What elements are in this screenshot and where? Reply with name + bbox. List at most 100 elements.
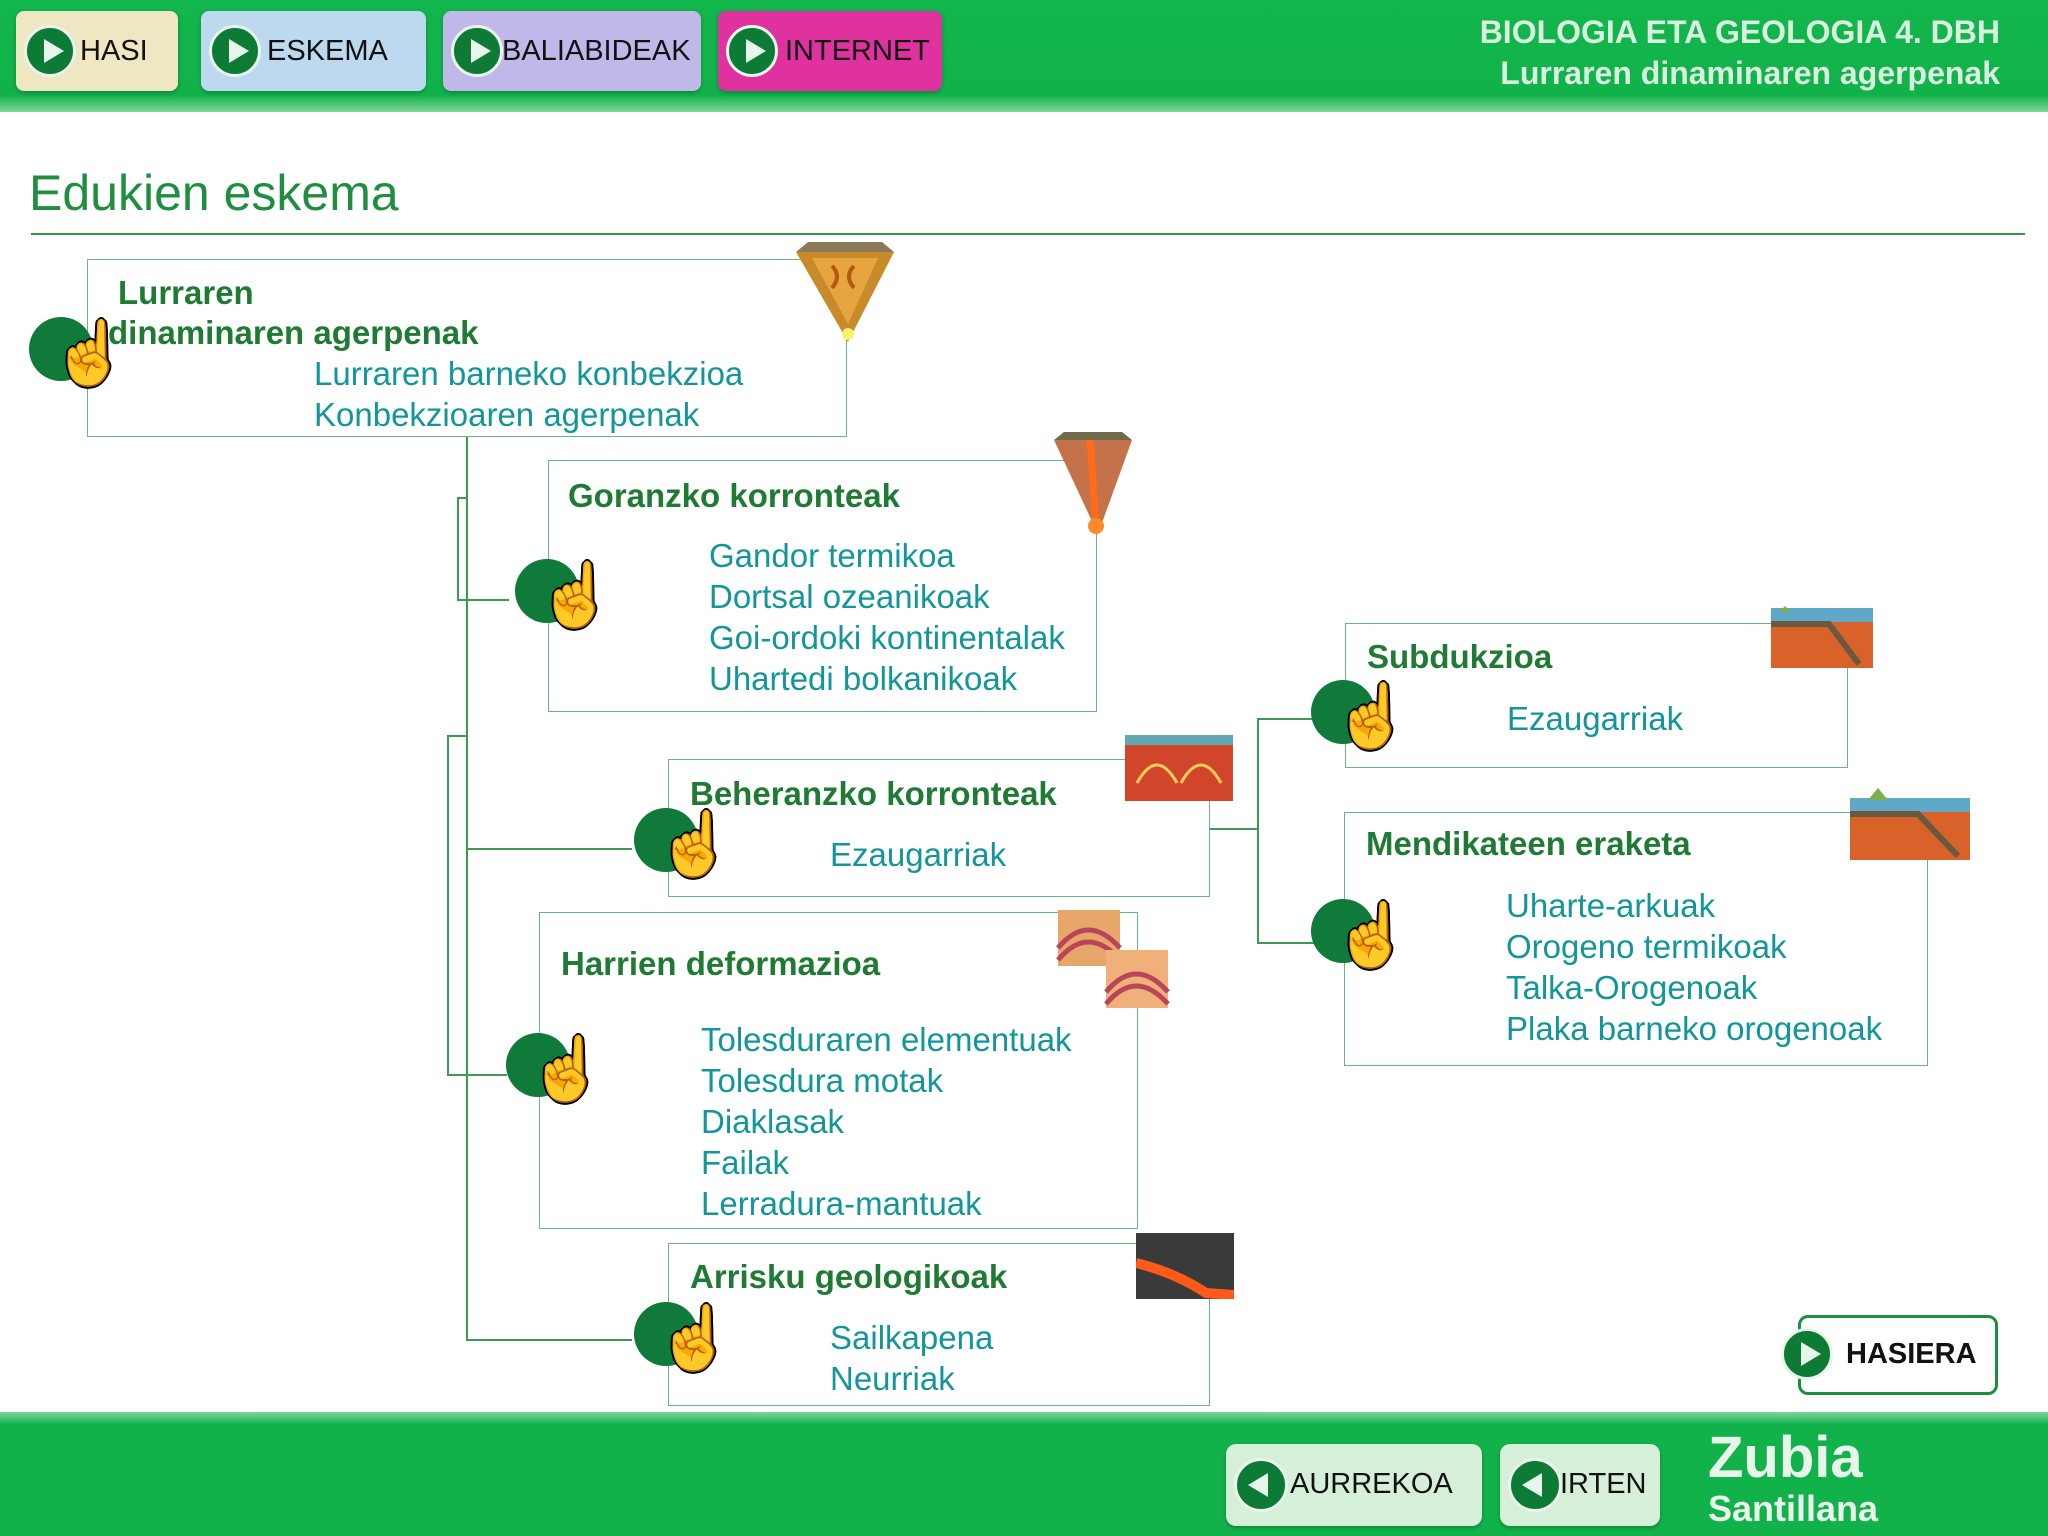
pointer-hand-button[interactable]: ☝	[634, 1302, 733, 1370]
link-ezaugarriak[interactable]: Ezaugarriak	[1507, 700, 1684, 737]
connector-line	[466, 848, 632, 850]
link-neurriak[interactable]: Neurriak	[830, 1360, 955, 1397]
downwelling-currents-thumbnail	[1125, 735, 1233, 801]
exit-label: IRTEN	[1560, 1468, 1647, 1500]
connector-line	[457, 497, 459, 600]
nav-baliabideak-label: BALIABIDEAK	[502, 34, 691, 67]
connector-line	[447, 735, 449, 1075]
hand-pointer-icon: ☝	[51, 319, 129, 388]
box-mendikateen-eraketa: Mendikateen eraketa Uharte-arkuak Orogen…	[1344, 812, 1928, 1066]
link-diaklasak[interactable]: Diaklasak	[701, 1103, 845, 1140]
rock-folds-thumbnail	[1056, 910, 1170, 1008]
connector-line	[457, 497, 467, 499]
box-title: Mendikateen eraketa	[1366, 825, 1691, 862]
exit-button[interactable]: IRTEN	[1500, 1444, 1660, 1526]
page-title: Edukien eskema	[29, 165, 399, 221]
nav-internet-label: INTERNET	[785, 34, 930, 67]
mountain-formation-thumbnail	[1850, 788, 1970, 860]
link-tolesdura-motak[interactable]: Tolesdura motak	[701, 1062, 944, 1099]
connector-line	[1257, 942, 1314, 944]
box-title-line1: Lurraren	[118, 274, 254, 311]
pointer-hand-button[interactable]: ☝	[506, 1033, 605, 1101]
connector-line	[466, 1339, 632, 1341]
link-lerradura-mantuak[interactable]: Lerradura-mantuak	[701, 1185, 982, 1222]
green-circle-icon	[506, 1033, 570, 1097]
box-lurraren-dinamika: Lurraren dinaminaren agerpenak Lurraren …	[87, 259, 847, 437]
earth-cross-section-thumbnail	[796, 242, 894, 342]
green-circle-icon	[1311, 899, 1375, 963]
connector-line	[466, 436, 468, 1341]
hand-pointer-icon: ☝	[1333, 901, 1411, 970]
nav-baliabideak-button[interactable]: BALIABIDEAK	[443, 11, 701, 91]
box-subdukzioa: Subdukzioa Ezaugarriak	[1345, 623, 1848, 768]
connector-line	[1210, 828, 1258, 830]
link-dortsal-ozeanikoak[interactable]: Dortsal ozeanikoak	[709, 578, 990, 615]
green-circle-icon	[634, 1302, 698, 1366]
link-ezaugarriak[interactable]: Ezaugarriak	[830, 836, 1007, 873]
green-circle-icon	[515, 559, 579, 623]
box-title: Goranzko korronteak	[568, 477, 900, 514]
previous-label: AURREKOA	[1290, 1468, 1453, 1500]
connector-line	[447, 1074, 507, 1076]
mantle-plume-thumbnail	[1054, 432, 1132, 534]
link-talka-orogenoak[interactable]: Talka-Orogenoak	[1506, 969, 1758, 1006]
link-orogeno-termikoak[interactable]: Orogeno termikoak	[1506, 928, 1787, 965]
link-uhartedi-bolkanikoak[interactable]: Uhartedi bolkanikoak	[709, 660, 1018, 697]
connector-line	[1257, 718, 1314, 720]
title-divider	[31, 233, 2025, 235]
box-arrisku-geologikoak: Arrisku geologikoak Sailkapena Neurriak	[668, 1243, 1210, 1406]
nav-hasi-button[interactable]: HASI	[16, 11, 178, 91]
link-failak[interactable]: Failak	[701, 1144, 790, 1181]
box-title: Arrisku geologikoak	[690, 1258, 1008, 1295]
box-goranzko-korronteak: Goranzko korronteak Gandor termikoa Dort…	[548, 460, 1097, 712]
pointer-hand-button[interactable]: ☝	[515, 559, 614, 627]
previous-button[interactable]: AURREKOA	[1226, 1444, 1482, 1526]
subduction-thumbnail	[1771, 606, 1873, 668]
box-title: Subdukzioa	[1367, 638, 1553, 675]
link-sailkapena[interactable]: Sailkapena	[830, 1319, 994, 1356]
green-circle-icon	[29, 317, 93, 381]
play-icon	[1781, 1328, 1833, 1380]
link-barneko-konbekzioa[interactable]: Lurraren barneko konbekzioa	[314, 355, 744, 392]
link-goi-ordoki[interactable]: Goi-ordoki kontinentalak	[709, 619, 1065, 656]
hasiera-button[interactable]: HASIERA	[1781, 1315, 1998, 1395]
play-icon	[451, 25, 503, 77]
play-icon	[209, 25, 261, 77]
bottom-bar	[0, 1412, 2048, 1536]
box-beheranzko-korronteak: Beheranzko korronteak Ezaugarriak	[668, 759, 1210, 897]
hand-pointer-icon: ☝	[656, 810, 734, 879]
link-plaka-barneko-orogenoak[interactable]: Plaka barneko orogenoak	[1506, 1010, 1883, 1047]
hasiera-label: HASIERA	[1846, 1338, 1977, 1370]
brand-logo-zubia: Zubia	[1708, 1425, 1863, 1490]
connector-line	[457, 599, 509, 601]
pointer-hand-button[interactable]: ☝	[29, 317, 128, 385]
pointer-hand-button[interactable]: ☝	[1311, 680, 1410, 748]
hand-pointer-icon: ☝	[528, 1035, 606, 1104]
link-konbekzioaren-agerpenak[interactable]: Konbekzioaren agerpenak	[314, 396, 700, 433]
nav-internet-button[interactable]: INTERNET	[718, 11, 942, 91]
play-icon	[24, 25, 76, 77]
back-arrow-icon	[1234, 1458, 1288, 1512]
green-circle-icon	[634, 808, 698, 872]
lava-flow-thumbnail	[1136, 1233, 1234, 1299]
back-arrow-icon	[1508, 1458, 1562, 1512]
link-uharte-arkuak[interactable]: Uharte-arkuak	[1506, 887, 1716, 924]
brand-logo-santillana: Santillana	[1708, 1488, 1879, 1529]
nav-hasi-label: HASI	[80, 34, 148, 67]
box-title: Beheranzko korronteak	[690, 775, 1057, 812]
box-title-line2: dinaminaren agerpenak	[108, 314, 479, 351]
link-gandor-termikoa[interactable]: Gandor termikoa	[709, 537, 955, 574]
nav-eskema-button[interactable]: ESKEMA	[201, 11, 426, 91]
pointer-hand-button[interactable]: ☝	[1311, 899, 1410, 967]
connector-line	[447, 735, 467, 737]
unit-title: Lurraren dinaminaren agerpenak	[1500, 55, 2000, 91]
pointer-hand-button[interactable]: ☝	[634, 808, 733, 876]
box-harrien-deformazioa: Harrien deformazioa Tolesduraren element…	[539, 912, 1138, 1229]
hand-pointer-icon: ☝	[656, 1304, 734, 1373]
box-title: Harrien deformazioa	[561, 945, 881, 982]
nav-eskema-label: ESKEMA	[267, 34, 388, 67]
green-circle-icon	[1311, 680, 1375, 744]
course-title: BIOLOGIA ETA GEOLOGIA 4. DBH	[1479, 14, 2000, 50]
link-tolesduraren-elementuak[interactable]: Tolesduraren elementuak	[701, 1021, 1072, 1058]
hand-pointer-icon: ☝	[537, 561, 615, 630]
